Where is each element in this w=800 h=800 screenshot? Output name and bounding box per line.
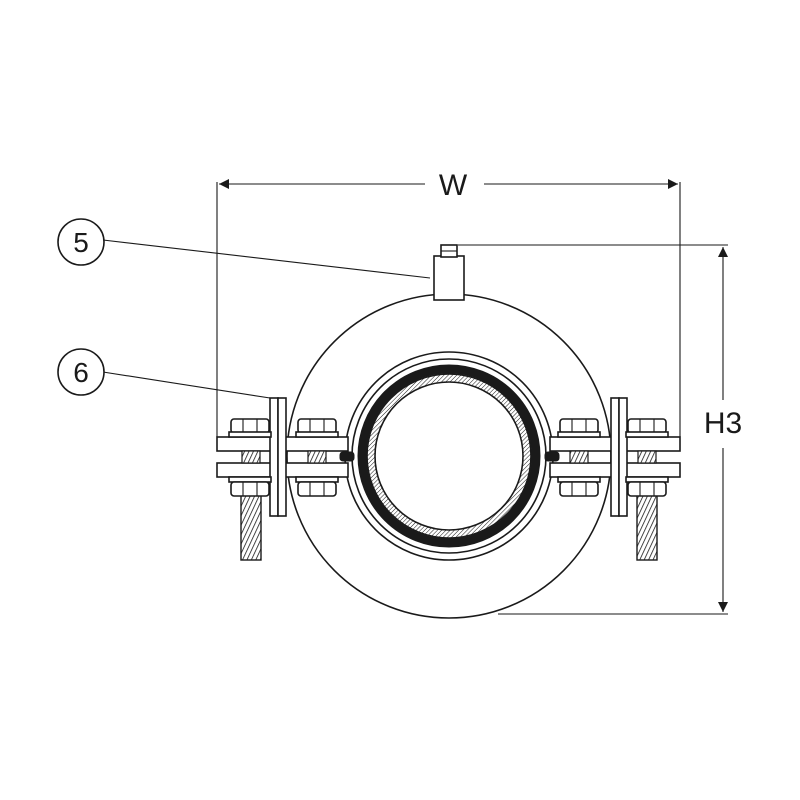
callout-6-leader	[102, 371, 271, 399]
split-marker-left	[339, 451, 355, 462]
bolt-shank-inner-right	[569, 450, 589, 464]
split-marker-right	[544, 451, 560, 462]
spacer-plate-right	[610, 397, 620, 517]
nut-bottom-inner-right	[559, 481, 599, 497]
clamp-shell-outer	[344, 351, 554, 561]
pipe-wall	[367, 374, 531, 538]
bolt-thread-outer-right	[636, 494, 658, 561]
washer-top-inner-right	[557, 431, 601, 438]
nut-top-inner-left	[297, 418, 337, 434]
nut-top-outer-left	[230, 418, 270, 434]
pipe-outer-edge	[366, 373, 532, 539]
width-dimension: W	[216, 169, 681, 437]
spacer-plate-left-2	[277, 397, 287, 517]
nut-bottom-inner-left	[297, 481, 337, 497]
bolt-shank-outer-left	[241, 450, 261, 464]
callout-5: 5	[57, 218, 431, 279]
width-label: W	[439, 169, 468, 202]
height-dimension: H3	[458, 244, 742, 615]
nut-bottom-outer-left	[230, 481, 270, 497]
bolt-shank-inner-left	[307, 450, 327, 464]
top-fitting	[433, 244, 465, 301]
callout-5-bubble	[57, 218, 105, 266]
washer-top-outer-right	[625, 431, 669, 438]
nut-top-inner-right	[559, 418, 599, 434]
washer-top-outer-left	[228, 431, 272, 438]
callout-6-bubble	[57, 348, 105, 396]
callout-6-number: 6	[73, 357, 89, 388]
spacer-plate-left	[269, 397, 279, 517]
nuts-bottom	[228, 476, 669, 497]
nut-bottom-outer-right	[627, 481, 667, 497]
spacer-plates	[269, 397, 628, 517]
rubber-liner	[357, 364, 541, 548]
fitting-body	[433, 255, 465, 301]
washer-top-inner-left	[295, 431, 339, 438]
clamp-rings	[344, 351, 554, 561]
bolt-shank-outer-right	[637, 450, 657, 464]
height-label: H3	[704, 407, 742, 440]
nut-top-outer-right	[627, 418, 667, 434]
nuts-top	[228, 418, 669, 438]
callout-6: 6	[57, 348, 271, 399]
bolt-shanks	[241, 450, 657, 464]
callout-5-leader	[102, 239, 431, 279]
spacer-plate-right-2	[618, 397, 628, 517]
callout-5-number: 5	[73, 227, 89, 258]
bolt-thread-outer-left	[240, 494, 262, 561]
pipe-inner-edge	[374, 381, 524, 531]
